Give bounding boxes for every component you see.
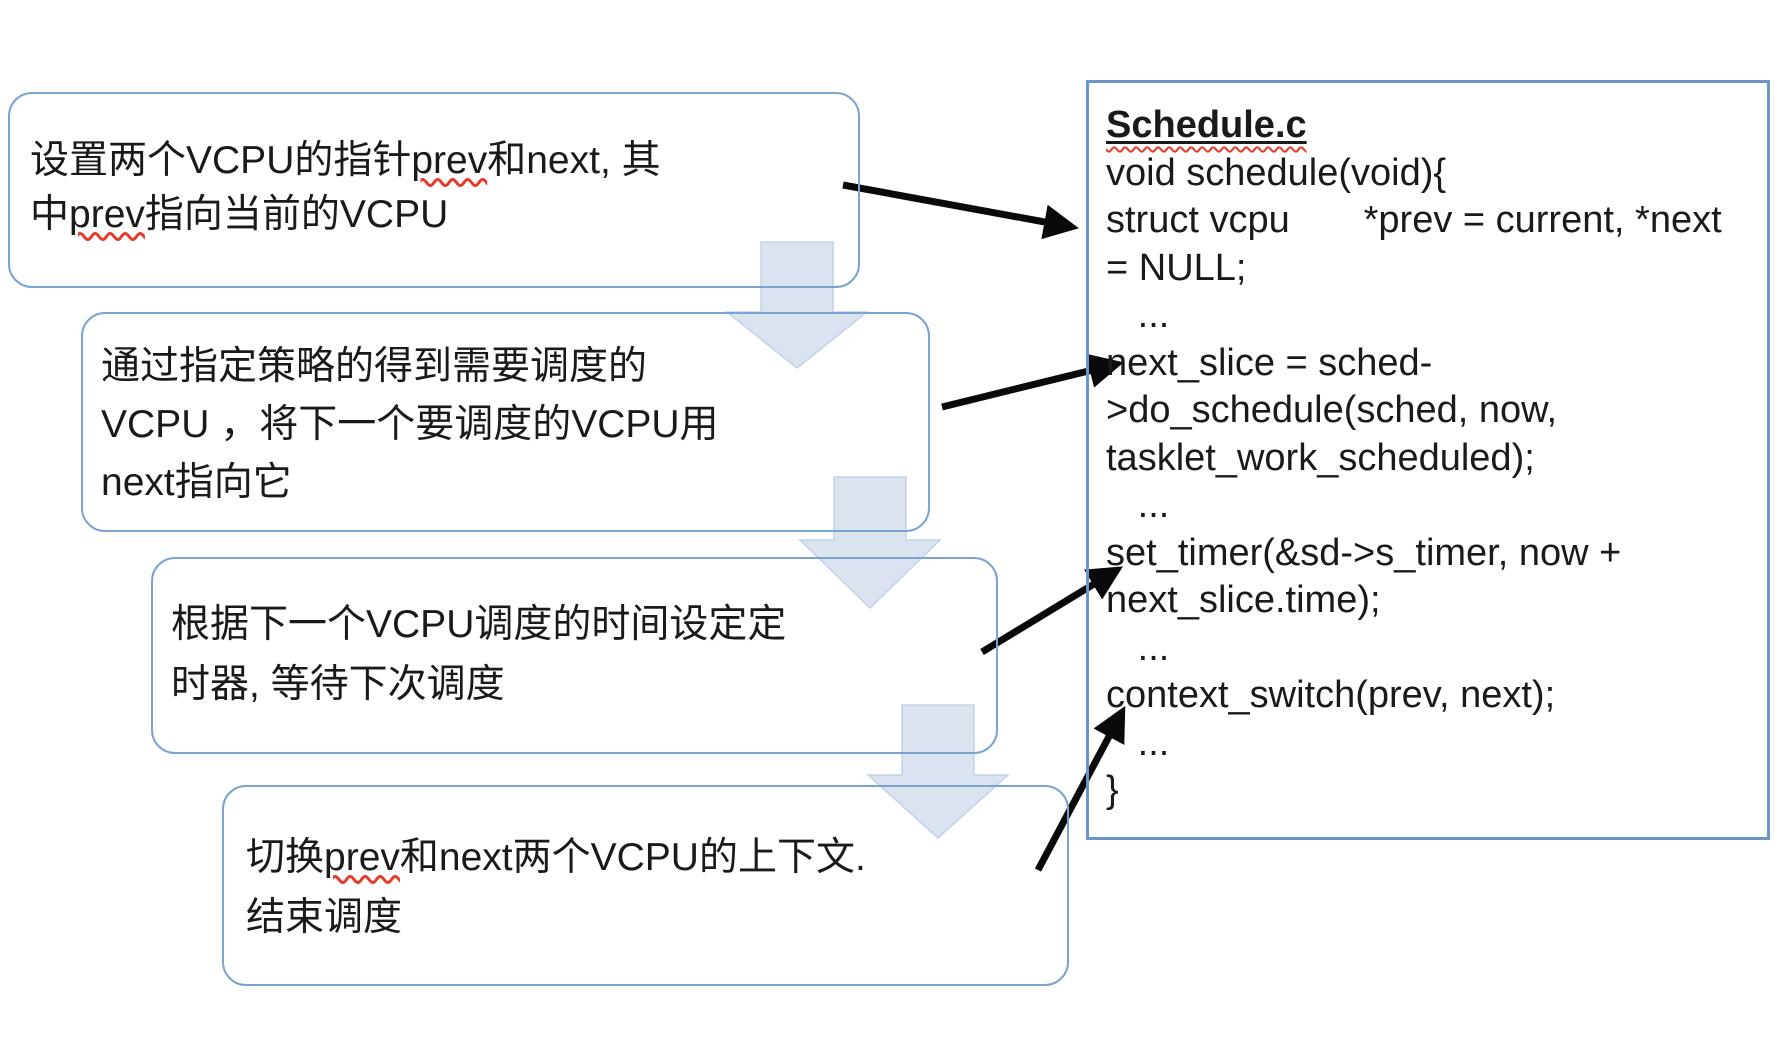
flow-step-2-line-1: 通过指定策略的得到需要调度的 [101, 345, 648, 388]
code-line: tasklet_work_scheduled); [1106, 436, 1535, 479]
code-panel-schedule-c: Schedule.c void schedule(void){ struct v… [1086, 80, 1770, 840]
flow-step-3-line-2: 时器, 等待下次调度 [171, 663, 505, 706]
code-line: void schedule(void){ [1106, 151, 1447, 194]
misspelled-word: prev [411, 139, 488, 182]
flow-step-4: 切换prev和next两个VCPU的上下文. 结束调度 [222, 785, 1069, 986]
flow-step-2: 通过指定策略的得到需要调度的 VCPU ，将下一个要调度的VCPU用 next指… [81, 312, 930, 532]
flow-step-1: 设置两个VCPU的指针prev和next, 其 中prev指向当前的VCPU [8, 92, 860, 288]
code-line: ... [1106, 721, 1170, 764]
flow-step-2-line-2: VCPU ，将下一个要调度的VCPU用 [101, 403, 719, 446]
flow-step-1-line-2: 中prev指向当前的VCPU [30, 193, 449, 236]
code-line: ... [1106, 294, 1170, 336]
code-line: >do_schedule(sched, now, [1106, 389, 1558, 431]
pointer-arrow-step3-to-set-timer [980, 566, 1123, 655]
flow-step-4-line-1: 切换prev和next两个VCPU的上下文. [246, 836, 866, 879]
flow-step-1-line-1: 设置两个VCPU的指针prev和next, 其 [30, 139, 661, 182]
pointer-arrow-step1-to-struct-vcpu [842, 181, 1079, 240]
code-line: ... [1106, 626, 1170, 669]
code-line: next_slice.time); [1106, 579, 1381, 621]
code-line: set_timer(&sd->s_timer, now + [1106, 531, 1622, 574]
flow-down-arrow-3 [866, 704, 1010, 840]
flow-step-3-line-1: 根据下一个VCPU调度的时间设定定 [171, 603, 787, 646]
flow-step-2-line-3: next指向它 [101, 461, 292, 504]
misspelled-word: prev [324, 836, 400, 879]
flow-step-4-line-2: 结束调度 [246, 896, 403, 939]
code-line: struct vcpu *prev = current, *next [1106, 199, 1722, 241]
code-line: ... [1106, 484, 1170, 526]
code-line: } [1106, 769, 1119, 811]
code-line: = NULL; [1106, 246, 1247, 289]
pointer-arrow-step4-to-context-switch [1034, 705, 1126, 872]
flow-down-arrow-2 [798, 476, 942, 610]
flow-step-3: 根据下一个VCPU调度的时间设定定 时器, 等待下次调度 [151, 557, 998, 754]
misspelled-word: prev [69, 193, 145, 236]
code-line: context_switch(prev, next); [1106, 674, 1556, 716]
code-panel-title: Schedule.c [1106, 104, 1307, 146]
code-line: next_slice = sched- [1106, 341, 1433, 384]
